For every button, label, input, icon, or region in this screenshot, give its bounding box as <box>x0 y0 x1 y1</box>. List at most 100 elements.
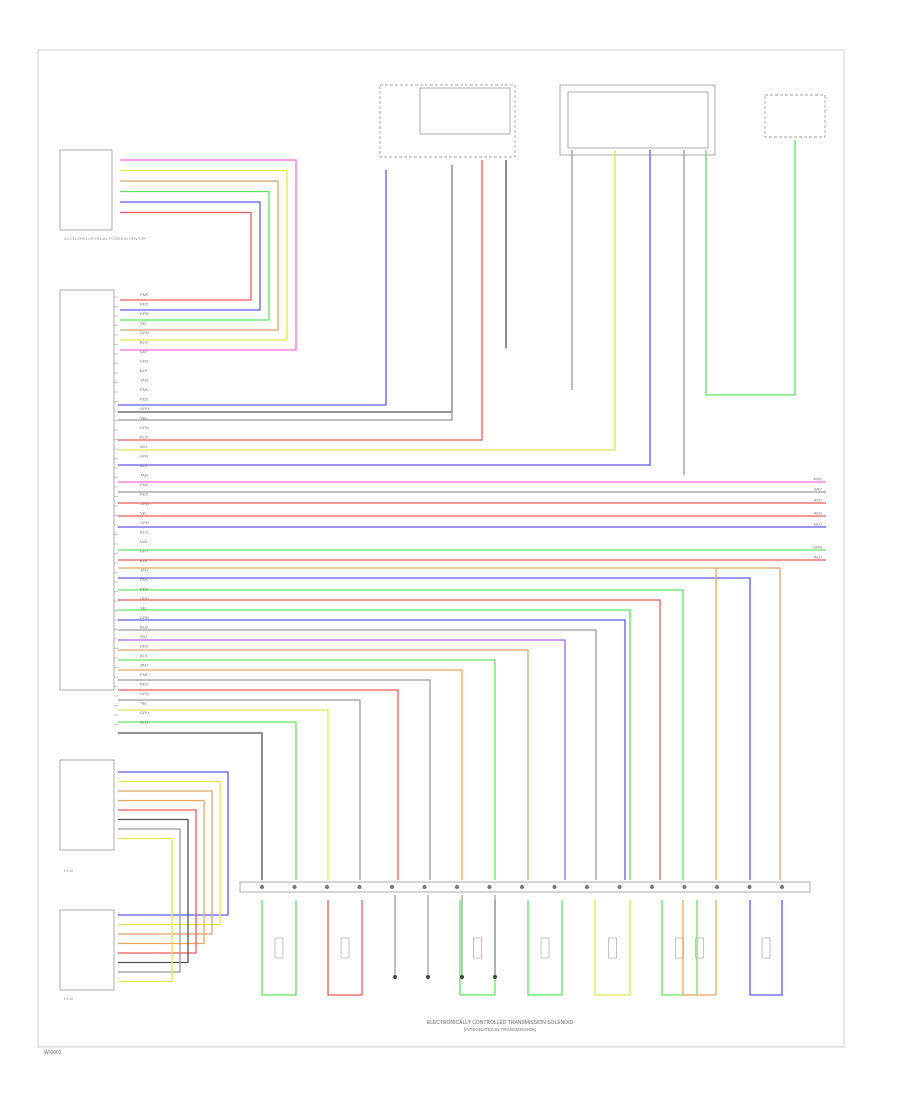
solenoid-connector-pin-3 <box>357 885 362 889</box>
solenoid-feeder-1 <box>118 577 751 880</box>
component-boxes <box>59 84 826 991</box>
accelerator-sensor-box <box>59 149 113 231</box>
ecm-connector-box-1 <box>59 289 115 691</box>
ecm-wire-label-8: BLK <box>140 368 148 373</box>
solenoid-connector-pin-9 <box>552 885 557 889</box>
solenoid-coil-1 <box>340 937 350 959</box>
park-switch-wire-blu <box>118 170 387 406</box>
solenoid-loop-0 <box>261 900 297 996</box>
ground-point-3 <box>493 975 497 979</box>
ground-point-2 <box>460 975 464 979</box>
ecm-box2-wire-5 <box>118 818 189 964</box>
solenoid-connector-pin-0 <box>260 885 264 889</box>
ecm-wire-label-17: GRY <box>140 454 149 459</box>
solenoid-connector-pin-15 <box>747 885 752 889</box>
solenoid-loop-5 <box>661 900 698 996</box>
ecm-wire-label-20: PNK <box>140 482 149 487</box>
solenoid-feeder-15 <box>118 721 297 880</box>
ecm-box2-wire-1 <box>118 780 221 926</box>
solenoid-connector-pin-4 <box>390 885 394 889</box>
ecm-wire-label-27: GRY <box>140 549 149 554</box>
ecm-wire-label-38: BLK <box>140 653 148 658</box>
ecm-wire-label-34: GRN <box>140 615 149 620</box>
solenoid-connector-pin-16 <box>780 885 784 889</box>
trans-switch-wire-yel <box>118 150 616 451</box>
ecm-wire-label-2: ORN <box>140 311 149 316</box>
ecm-box2-wire-6 <box>118 828 181 973</box>
ecm-box2-wire-7 <box>118 837 173 983</box>
fuse-wire-grn <box>705 140 796 396</box>
ecm-wire-label-25: BLU <box>140 530 148 535</box>
solenoid-connector-pin-12 <box>650 885 654 889</box>
harness-right-label-2: RED <box>814 498 823 503</box>
ecm-wire-label-37: GRY <box>140 644 149 649</box>
transmission-control-switch-box <box>559 84 716 156</box>
solenoid-connector-pin-7 <box>487 885 492 889</box>
ecm-wire-label-36: VIO <box>140 634 147 639</box>
ecm-wire-label-31: RED <box>140 587 149 592</box>
ecm-connector-box-2 <box>59 759 115 851</box>
solenoid-connector-pin-1 <box>292 885 297 889</box>
ecm-wire-label-41: RED <box>140 682 149 687</box>
ecm-wire-label-22: ORN <box>140 501 149 506</box>
connector-pins <box>114 296 784 979</box>
solenoid-loop-6 <box>682 900 717 996</box>
accelerator-sensor-wire-3 <box>120 190 270 321</box>
solenoid-feeder-0 <box>118 567 781 880</box>
solenoid-feeder-2 <box>118 589 684 880</box>
ecm-wire-label-40: PNK <box>140 672 149 677</box>
harness-right-label-4: BLU <box>814 522 822 527</box>
ecm-wire-label-39: TAN <box>140 663 148 668</box>
ecm-wire-label-9: TAN <box>140 378 148 383</box>
solenoid-loop-2 <box>459 900 496 996</box>
ground-point-0 <box>393 975 397 979</box>
ecm-wire-label-45: BLU <box>140 720 148 725</box>
component-label-1: ECM <box>64 868 73 873</box>
ecm-box2-wire-0 <box>118 771 229 916</box>
ecm-wire-label-18: BLK <box>140 463 148 468</box>
harness-right-label-0: PNK <box>814 477 823 482</box>
ecm-wire-label-43: YEL <box>140 701 148 706</box>
component-label-0: ACCELERATOR PEDAL POSITION SENSOR <box>64 236 146 241</box>
ecm-wire-label-26: VIO <box>140 539 147 544</box>
accelerator-sensor-wire-0 <box>120 159 297 351</box>
ecm-wire-label-19: TAN <box>140 473 148 478</box>
ecm-wire-label-7: GRY <box>140 359 149 364</box>
solenoid-coil-3 <box>540 937 550 959</box>
ecm-wire-label-24: GRN <box>140 520 149 525</box>
wire-traces <box>118 140 826 996</box>
ecm-wire-label-3: YEL <box>140 321 148 326</box>
solenoid-feeder-9 <box>118 659 496 880</box>
solenoid-caption: ELECTRONICALLY CONTROLLED TRANSMISSION S… <box>427 1020 574 1026</box>
solenoid-connector-pin-2 <box>325 885 329 889</box>
ecm-wire-label-30: PNK <box>140 577 149 582</box>
ecm-wire-label-5: BLU <box>140 340 148 345</box>
solenoid-coil-4 <box>608 937 617 959</box>
solenoid-coil-6 <box>695 937 704 959</box>
ecm-wire-label-44: GRN <box>140 710 149 715</box>
footer-code: W-0001 <box>44 1050 62 1056</box>
solenoid-feeder-14 <box>118 709 329 880</box>
accelerator-sensor-wire-2 <box>120 180 279 331</box>
trans-switch-wire-blu <box>118 150 651 466</box>
ecm-wire-label-16: VIO <box>140 444 147 449</box>
harness-right-label-5: GRN <box>813 545 822 550</box>
component-label-2: ECM <box>64 996 73 1001</box>
ecm-wire-label-28: BLK <box>140 558 148 563</box>
solenoid-connector-pin-5 <box>422 885 427 889</box>
diagram-border <box>37 49 845 1048</box>
accelerator-sensor-wire-1 <box>120 169 288 341</box>
fuse-box <box>764 94 826 138</box>
park-switch-wire-gry <box>118 165 453 421</box>
ecm-wire-label-12: ORN <box>140 406 149 411</box>
solenoid-feeder-8 <box>118 649 529 880</box>
harness-right-label-6: RED <box>814 555 823 560</box>
solenoid-feeder-7 <box>118 639 566 880</box>
solenoid-connector-pin-8 <box>520 885 524 889</box>
transmission-control-switch-inner <box>567 91 709 149</box>
solenoid-feeder-10 <box>118 669 463 880</box>
ecm-wire-label-33: YEL <box>140 606 148 611</box>
solenoid-caption-sub: (INTEGRATED IN TRANSMISSION) <box>464 1027 537 1032</box>
solenoid-feeder-5 <box>118 619 626 880</box>
